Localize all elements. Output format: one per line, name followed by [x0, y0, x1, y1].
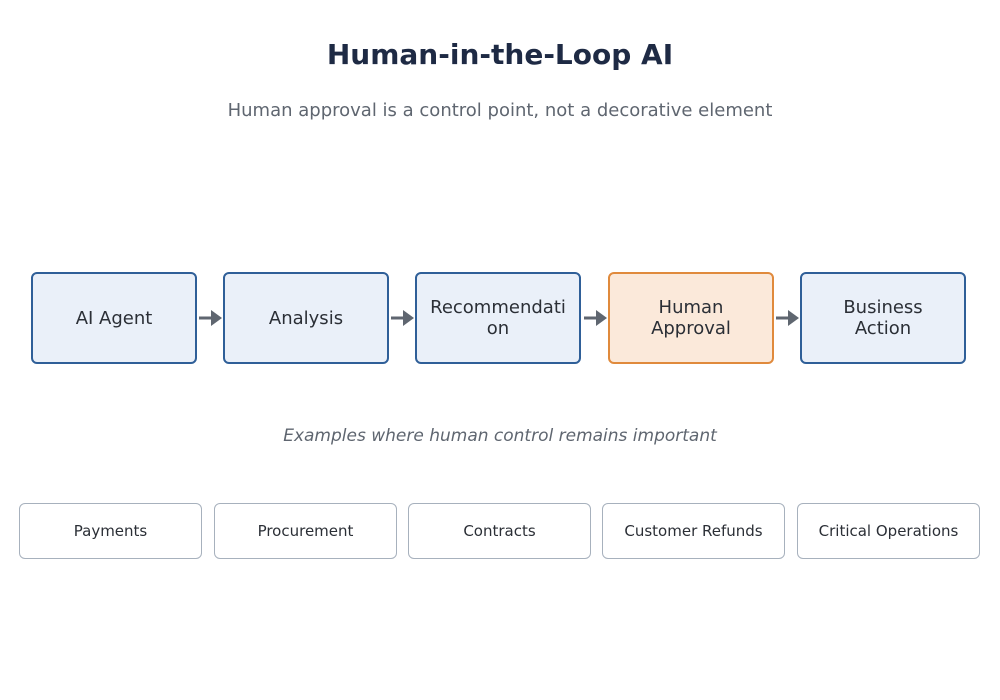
arrow-right-icon: [584, 310, 607, 326]
flow-step-label: Human Approval: [651, 297, 731, 339]
flow-step-recommendation: Recommendati on: [415, 272, 581, 364]
flow-step-label: AI Agent: [75, 307, 153, 329]
example-label: Procurement: [257, 522, 354, 540]
example-payments: Payments: [19, 503, 202, 559]
flow-step-label: Analysis: [268, 307, 344, 329]
flow-step-label: Business Action: [843, 297, 923, 339]
flow-step-analysis: Analysis: [223, 272, 389, 364]
flow-step-label: Recommendati on: [430, 297, 566, 339]
examples-caption: Examples where human control remains imp…: [283, 426, 717, 446]
example-critical-operations: Critical Operations: [797, 503, 980, 559]
example-label: Critical Operations: [818, 522, 959, 540]
example-contracts: Contracts: [408, 503, 591, 559]
arrow-right-icon: [391, 310, 414, 326]
arrow-right-icon: [776, 310, 799, 326]
example-label: Contracts: [463, 522, 536, 540]
example-procurement: Procurement: [214, 503, 397, 559]
flow-step-business-action: Business Action: [800, 272, 966, 364]
diagram-title: Human-in-the-Loop AI: [326, 38, 674, 71]
example-label: Customer Refunds: [624, 522, 763, 540]
diagram-subtitle: Human approval is a control point, not a…: [227, 100, 773, 121]
example-label: Payments: [73, 522, 148, 540]
flow-step-ai-agent: AI Agent: [31, 272, 197, 364]
flow-step-human-approval: Human Approval: [608, 272, 774, 364]
example-customer-refunds: Customer Refunds: [602, 503, 785, 559]
arrow-right-icon: [199, 310, 222, 326]
